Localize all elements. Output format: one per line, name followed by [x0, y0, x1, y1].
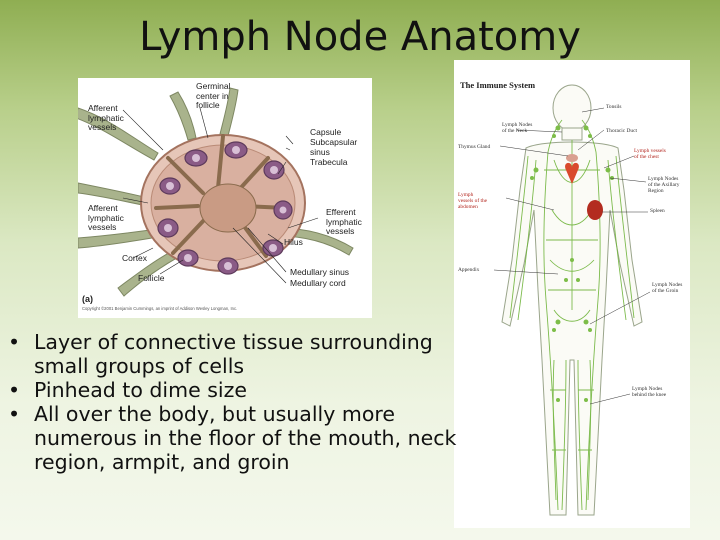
- slide-title: Lymph Node Anatomy: [139, 14, 581, 60]
- bullet-item: Layer of connective tissue surrounding s…: [8, 330, 468, 378]
- label-lymph-vessels-chest: Lymph vessels of the chest: [634, 148, 666, 160]
- label-afferent-vessels-top: Afferent lymphatic vessels: [88, 103, 124, 132]
- label-capsule: Capsule: [310, 127, 342, 137]
- immune-system-title: The Immune System: [460, 80, 536, 90]
- label-lymph-nodes-neck: Lymph Nodes of the Neck: [502, 122, 533, 134]
- bullet-list: Layer of connective tissue surrounding s…: [8, 330, 468, 474]
- label-appendix: Appendix: [458, 267, 480, 273]
- figure-label: (a): [82, 294, 93, 304]
- label-efferent-vessels: Efferent lymphatic vessels: [326, 207, 362, 236]
- label-tonsils: Tonsils: [606, 104, 622, 110]
- lymph-node-diagram: Germinal center in follicle Afferent lym…: [75, 78, 372, 318]
- label-spleen: Spleen: [650, 208, 665, 214]
- label-afferent-vessels-bottom: Afferent lymphatic vessels: [88, 203, 124, 232]
- label-medullary-cord: Medullary cord: [290, 278, 346, 288]
- bullet-item: Pinhead to dime size: [8, 378, 468, 402]
- copyright-text: Copyright ©2001 Benjamin Cummings, an im…: [82, 306, 238, 311]
- lymph-node-illustration: [75, 87, 354, 297]
- label-lymph-nodes-groin: Lymph Nodes of the Groin: [652, 282, 683, 294]
- label-lymph-nodes-axillary: Lymph Nodes of the Axillary Region: [648, 176, 680, 194]
- label-lymph-vessels-abdomen: Lymph vessels of the abdomen: [458, 192, 488, 210]
- bullet-item: All over the body, but usually more nume…: [8, 402, 468, 474]
- label-thymus-gland: Thymus Gland: [458, 144, 491, 150]
- label-subcapsular-sinus: Subcapsular sinus: [310, 137, 358, 157]
- label-hilus: Hilus: [284, 237, 303, 247]
- label-germinal-center: Germinal center in follicle: [196, 81, 231, 110]
- label-follicle: Follicle: [138, 273, 165, 283]
- body-lymph-illustration: [493, 84, 651, 516]
- label-medullary-sinus: Medullary sinus: [290, 267, 350, 277]
- label-thoracic-duct: Thoracic Duct: [606, 128, 637, 134]
- label-trabecula: Trabecula: [310, 157, 348, 167]
- label-lymph-nodes-knee: Lymph Nodes behind the knee: [632, 386, 667, 398]
- label-cortex: Cortex: [122, 253, 148, 263]
- immune-system-diagram: The Immune System: [454, 60, 690, 528]
